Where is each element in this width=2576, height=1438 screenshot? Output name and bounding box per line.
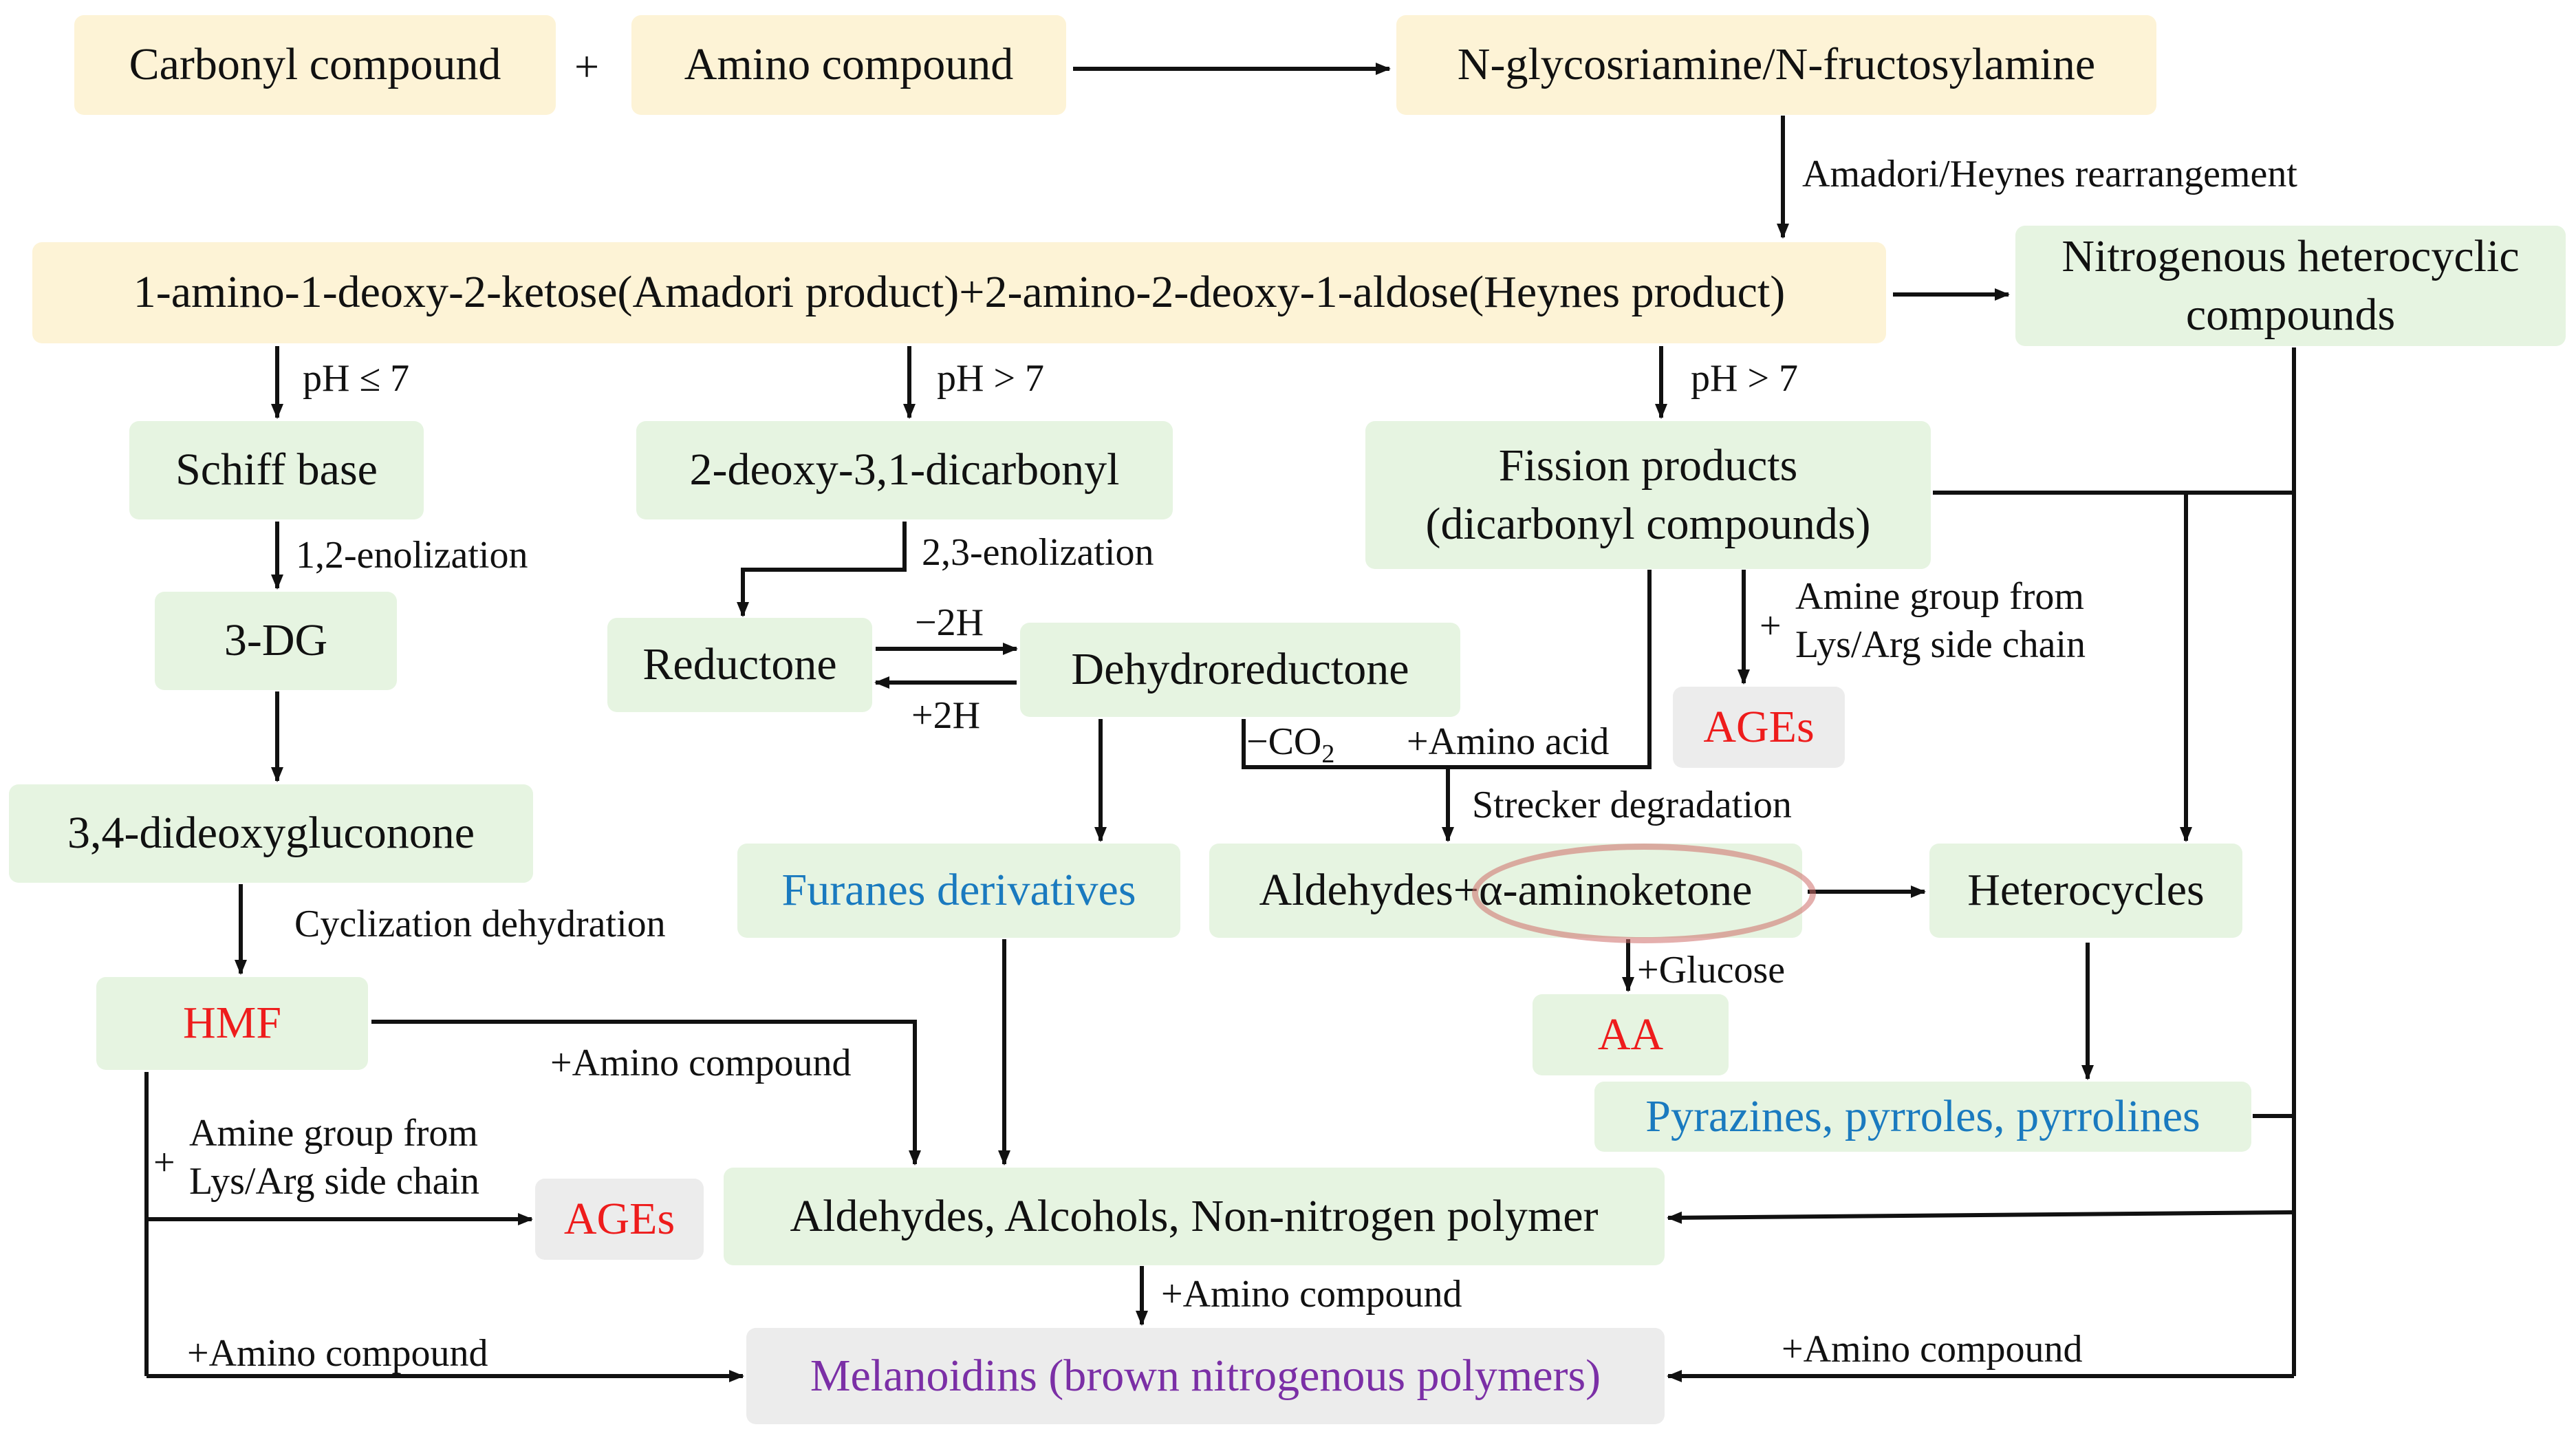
- ages-box-top: AGEs: [1673, 687, 1845, 768]
- furanes-derivatives-box: Furanes derivatives: [737, 844, 1180, 938]
- n-glycosylamine-box: N-glycosriamine/N-fructosylamine: [1396, 15, 2156, 115]
- fission-products-box: Fission products (dicarbonyl compounds): [1365, 421, 1931, 569]
- ph-gt7-label-b: pH > 7: [1691, 357, 1799, 400]
- carbonyl-compound-box: Carbonyl compound: [74, 15, 556, 115]
- plus-sign: +: [574, 42, 600, 91]
- fission-line-1: Fission products: [1498, 440, 1798, 491]
- amino-compound-label-left: +Amino compound: [187, 1332, 488, 1375]
- amino-compound-label-aldehydes: +Amino compound: [1161, 1273, 1462, 1316]
- dehydroreductone-box: Dehydroreductone: [1020, 623, 1460, 717]
- glucose-label: +Glucose: [1637, 949, 1786, 991]
- aa-box: AA: [1533, 994, 1729, 1075]
- amine-plus-bottom: +: [153, 1141, 175, 1184]
- enolization-12-label: 1,2-enolization: [296, 534, 528, 577]
- pyrazines-box: Pyrazines, pyrroles, pyrrolines: [1594, 1082, 2251, 1152]
- amino-compound-box: Amino compound: [631, 15, 1066, 115]
- reductone-box: Reductone: [607, 618, 872, 712]
- aldehydes-alcohols-box: Aldehydes, Alcohols, Non-nitrogen polyme…: [724, 1168, 1665, 1265]
- dicarbonyl-box: 2-deoxy-3,1-dicarbonyl: [636, 421, 1173, 519]
- ph-le7-label: pH ≤ 7: [303, 357, 410, 400]
- amino-compound-label-hmf: +Amino compound: [550, 1042, 852, 1084]
- amine-group-bottom-line-1: Amine group from: [189, 1112, 478, 1155]
- amine-group-label-top: Amine group from Lys/Arg side chain: [1795, 572, 2086, 669]
- dideoxygluconone-box: 3,4-dideoxygluconone: [9, 784, 533, 883]
- nitrogenous-line-1: Nitrogenous heterocyclic: [2061, 231, 2520, 282]
- aldehydes-prefix: Aldehydes+: [1259, 865, 1480, 916]
- melanoidins-box: Melanoidins (brown nitrogenous polymers): [746, 1328, 1665, 1424]
- co2-label: −CO2: [1246, 718, 1334, 771]
- heterocycles-box: Heterocycles: [1929, 844, 2242, 938]
- arrow-dicarbonyl-to-reductone: [737, 522, 907, 617]
- enolization-23-label: 2,3-enolization: [922, 531, 1154, 574]
- hmf-box: HMF: [96, 977, 368, 1070]
- aminoketone-highlight-ellipse: [1472, 844, 1816, 943]
- co2-prefix: −CO: [1246, 720, 1322, 763]
- ages-box-bottom: AGEs: [535, 1179, 704, 1260]
- nitrogenous-heterocyclic-box: Nitrogenous heterocyclic compounds: [2015, 226, 2566, 346]
- plus-2h-label: +2H: [911, 694, 981, 737]
- fission-line-2: (dicarbonyl compounds): [1425, 498, 1871, 549]
- minus-2h-label: −2H: [915, 601, 984, 644]
- ph-gt7-label-a: pH > 7: [937, 357, 1045, 400]
- amine-group-label-bottom: Amine group from Lys/Arg side chain: [189, 1109, 479, 1205]
- amine-group-bottom-line-2: Lys/Arg side chain: [189, 1160, 480, 1203]
- amine-group-top-line-1: Amine group from: [1795, 575, 2084, 618]
- amadori-heynes-product-box: 1-amino-1-deoxy-2-ketose(Amadori product…: [32, 242, 1886, 343]
- schiff-base-box: Schiff base: [129, 421, 424, 519]
- amino-acid-label: +Amino acid: [1407, 720, 1610, 763]
- amadori-heynes-rearrangement-label: Amadori/Heynes rearrangement: [1802, 153, 2297, 195]
- strecker-degradation-label: Strecker degradation: [1472, 784, 1792, 826]
- amino-compound-label-right: +Amino compound: [1782, 1328, 2083, 1371]
- arrow-bus-to-aldehydes-alcohols: [1667, 1210, 2295, 1224]
- nitrogenous-line-2: compounds: [2185, 289, 2396, 340]
- amine-group-top-line-2: Lys/Arg side chain: [1795, 623, 2086, 666]
- co2-subscript: 2: [1321, 740, 1335, 769]
- three-dg-box: 3-DG: [155, 592, 397, 690]
- amine-plus-top: +: [1760, 605, 1782, 647]
- cyclization-dehydration-label: Cyclization dehydration: [294, 903, 666, 945]
- arrow-hmf-to-aldehydes-alcohols: [371, 1020, 921, 1166]
